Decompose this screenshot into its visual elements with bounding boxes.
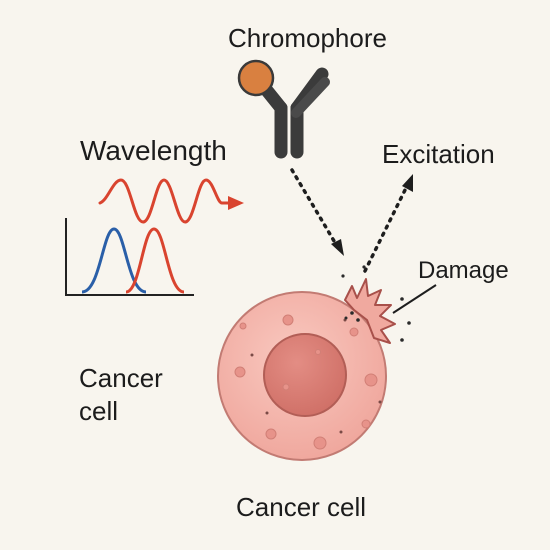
cancer-cell-bottom-label: Cancer cell [236,492,367,522]
incoming-arrowhead [331,239,344,256]
cancer-cell-icon [217,291,387,461]
damage-label: Damage [418,257,509,284]
excitation-arrowhead [402,174,413,192]
chromophore-dot-icon [237,59,275,97]
excitation-label: Excitation [382,139,495,169]
cancer-cell-side-label: Cancer cell [79,363,163,426]
excitation-dotted-arrow [363,184,409,273]
wave-arrow-icon [98,178,244,224]
membrane-burst-icon [341,265,411,344]
chromophore-label: Chromophore [228,23,387,53]
damage-pointer-line [392,284,437,314]
incoming-dotted-arrow [290,168,339,248]
wavelength-label: Wavelength [80,135,227,166]
spectrum-plot-icon [65,218,194,296]
